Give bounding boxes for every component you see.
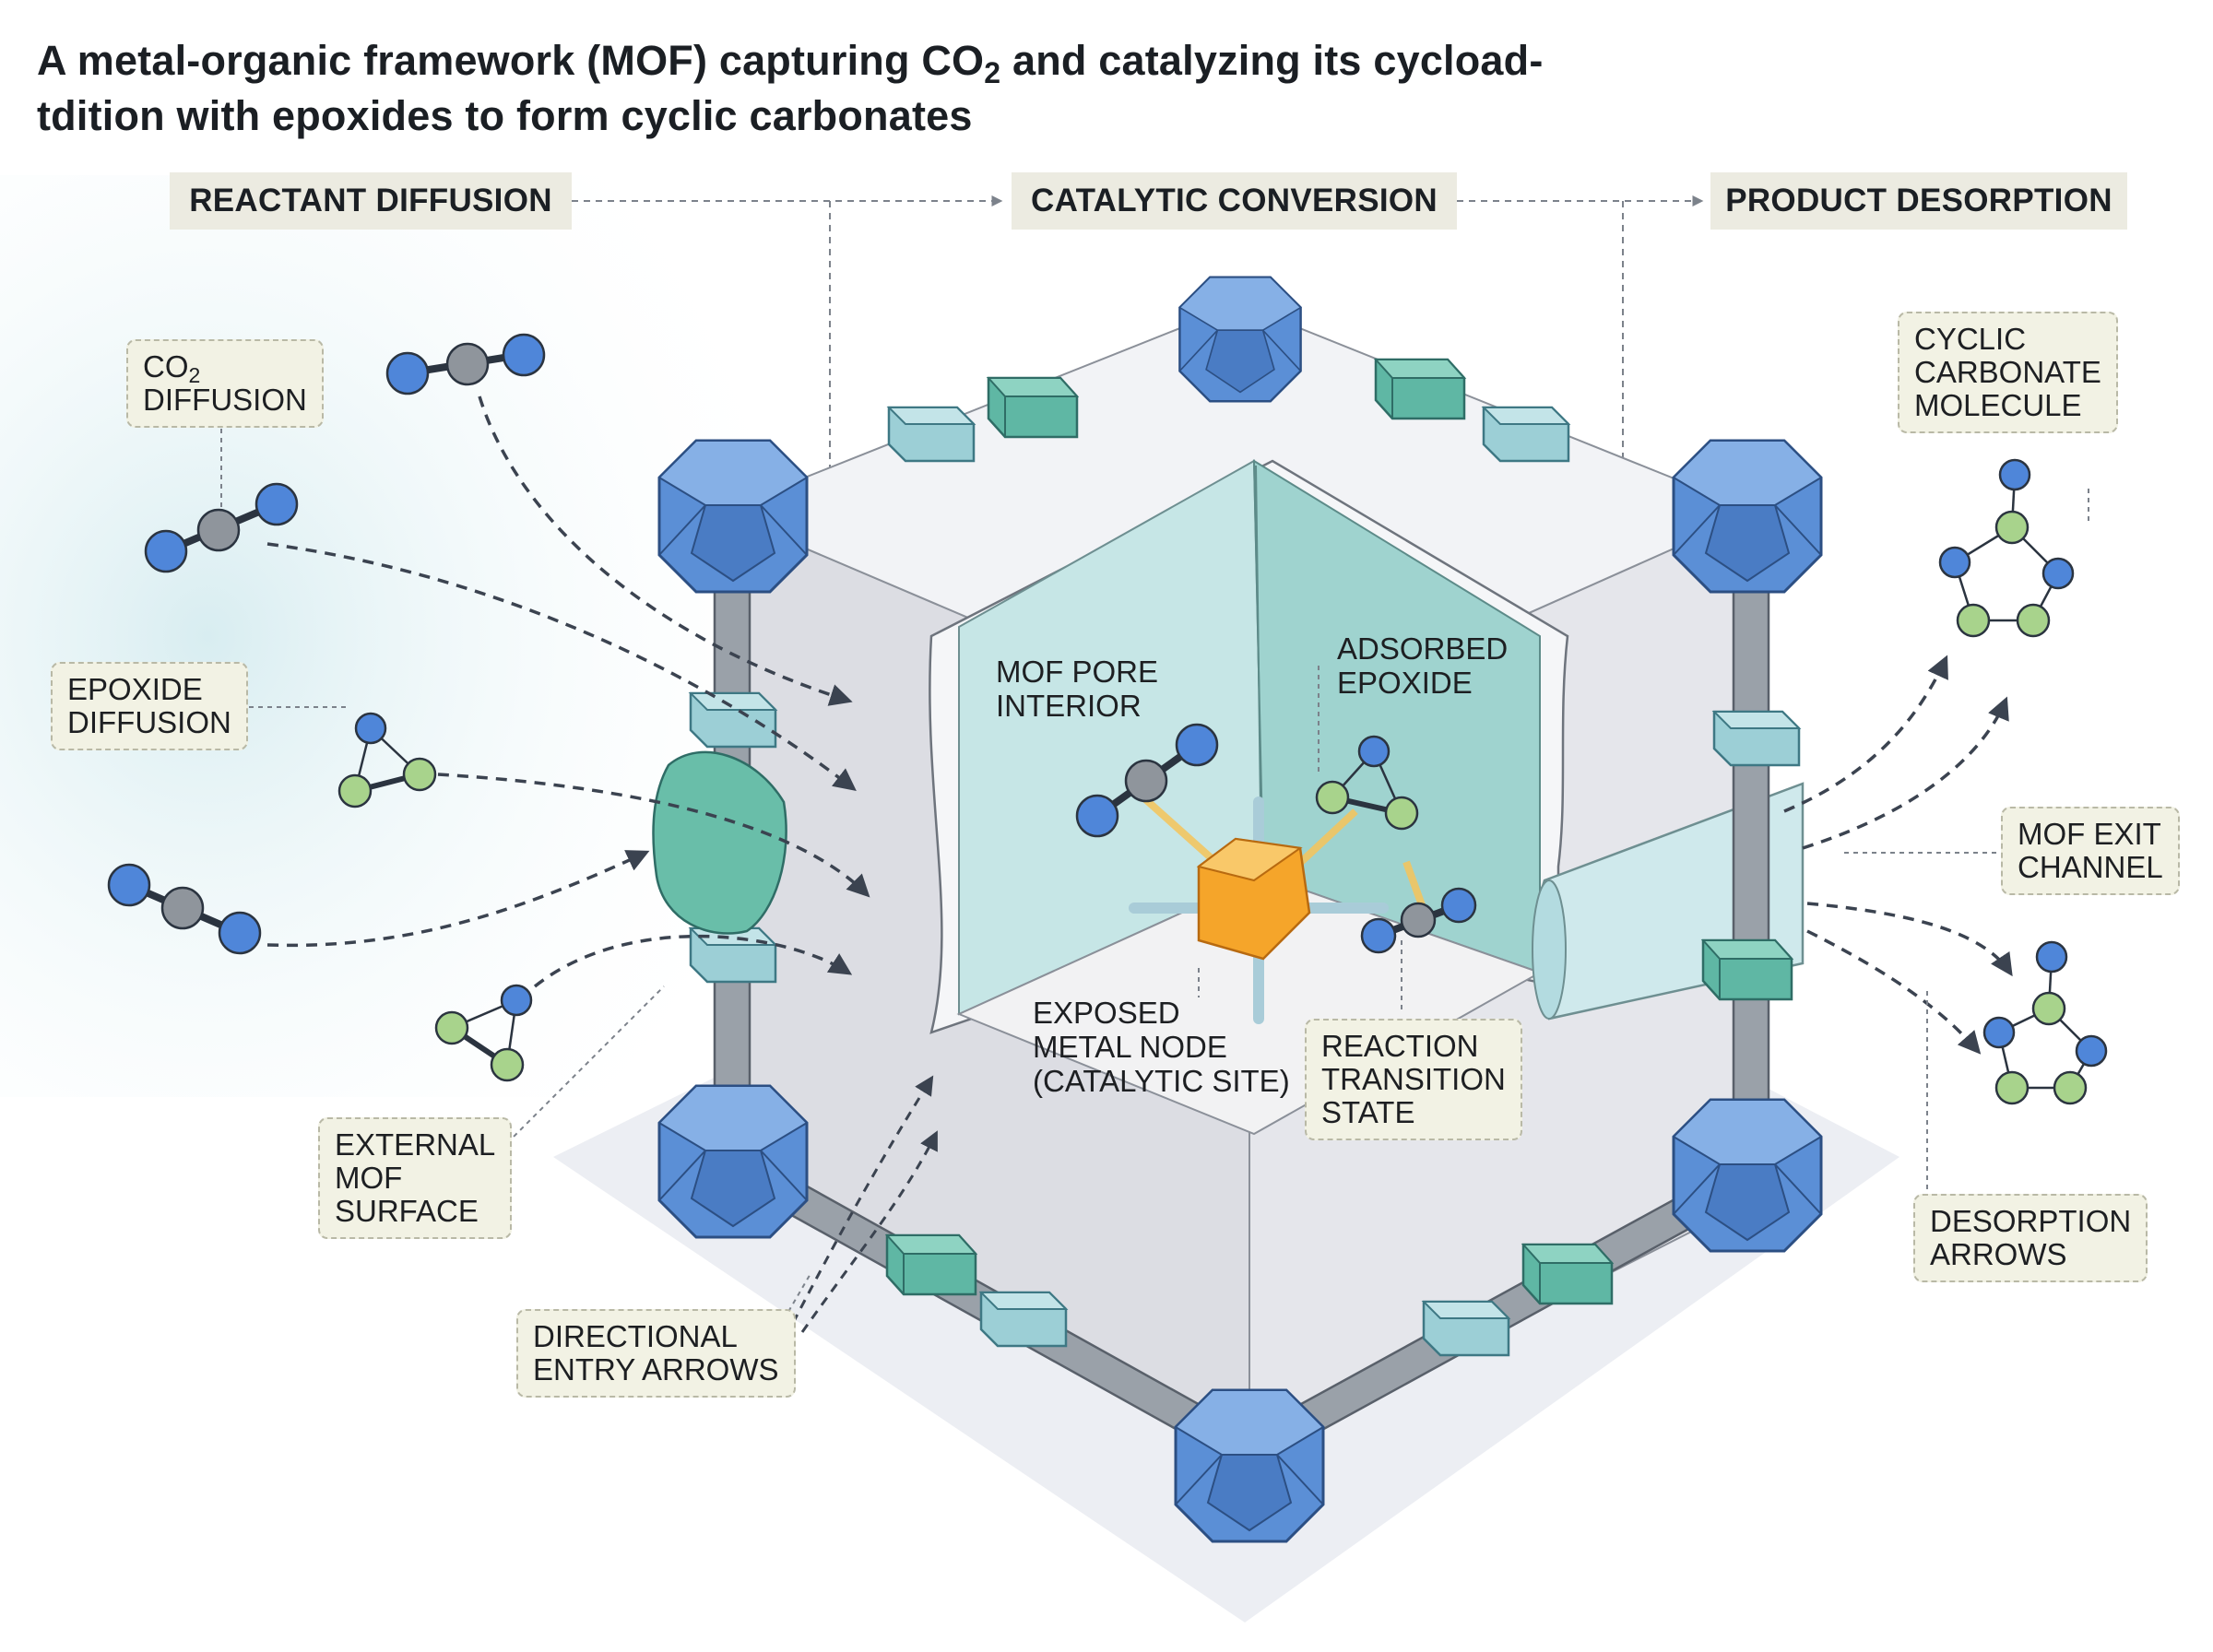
- label-epoxide-diffusion: EPOXIDE DIFFUSION: [51, 662, 248, 750]
- label-co2-diffusion-line1: CO2: [143, 349, 201, 387]
- molecules: [107, 333, 2108, 1105]
- title-part2: and catalyzing its cycload-: [1000, 37, 1544, 84]
- label-transition-state-line3: STATE: [1321, 1095, 1415, 1129]
- desorption-arrows: [1783, 655, 2013, 1055]
- label-epoxide-diffusion-line1: EPOXIDE: [67, 672, 203, 706]
- label-adsorbed-epoxide: ADSORBED EPOXIDE: [1337, 631, 1508, 700]
- external-surface-bulge: [652, 750, 787, 935]
- label-external-surface-line1: EXTERNAL: [335, 1127, 496, 1162]
- co2-molecule-1: [385, 333, 546, 395]
- title-line2: tdition with epoxides to form cyclic car…: [37, 92, 973, 139]
- label-entry-arrows: DIRECTIONAL ENTRY ARROWS: [516, 1309, 796, 1398]
- label-transition-state-line2: TRANSITION: [1321, 1062, 1506, 1096]
- label-cyclic-carbonate-line1: CYCLIC: [1914, 322, 2027, 356]
- cyclic-carbonate-1: [1938, 458, 2075, 638]
- stage-catalytic-conversion: CATALYTIC CONVERSION: [1012, 172, 1457, 230]
- pore-cutaway: [929, 459, 1569, 1136]
- figure-title: A metal-organic framework (MOF) capturin…: [37, 33, 1660, 144]
- label-co2-diffusion-line2: DIFFUSION: [143, 383, 307, 417]
- label-pore-interior: MOF PORE INTERIOR: [996, 655, 1158, 723]
- label-adsorbed-epoxide-line1: ADSORBED: [1337, 631, 1509, 666]
- stage-flow-arrows: [572, 195, 1704, 599]
- co2-molecule-2: [144, 482, 299, 573]
- label-transition-state: REACTION TRANSITION STATE: [1305, 1019, 1522, 1140]
- label-exit-channel-line2: CHANNEL: [2018, 850, 2163, 884]
- diffusion-arrows: [266, 395, 870, 988]
- label-cyclic-carbonate-line2: CARBONATE: [1914, 355, 2101, 389]
- adsorbed-epoxide: [1315, 735, 1419, 831]
- title-subscript: 2: [984, 56, 1001, 89]
- label-metal-node-line3: (CATALYTIC SITE): [1033, 1064, 1290, 1098]
- label-external-surface: EXTERNAL MOF SURFACE: [318, 1117, 513, 1239]
- directional-entry-arrows: [791, 1075, 938, 1333]
- label-pore-interior-line2: INTERIOR: [996, 689, 1142, 723]
- label-adsorbed-epoxide-line2: EPOXIDE: [1337, 666, 1473, 700]
- label-co2-diffusion: CO2 DIFFUSION: [126, 339, 324, 428]
- label-epoxide-diffusion-line2: DIFFUSION: [67, 705, 231, 739]
- label-metal-node-line2: METAL NODE: [1033, 1030, 1227, 1064]
- label-entry-arrows-line1: DIRECTIONAL: [533, 1319, 738, 1353]
- label-transition-state-line1: REACTION: [1321, 1029, 1479, 1063]
- stage-product-desorption: PRODUCT DESORPTION: [1710, 172, 2127, 230]
- label-cyclic-carbonate-line3: MOLECULE: [1914, 388, 2082, 422]
- label-desorption-arrows: DESORPTION ARROWS: [1913, 1194, 2148, 1282]
- label-external-surface-line2: MOF: [335, 1161, 403, 1195]
- label-desorption-arrows-line1: DESORPTION: [1930, 1204, 2132, 1238]
- label-exit-channel-line1: MOF EXIT: [2018, 817, 2161, 851]
- label-cyclic-carbonate: CYCLIC CARBONATE MOLECULE: [1898, 312, 2118, 433]
- adsorbed-co2: [1075, 723, 1219, 838]
- stage-reactant-diffusion: REACTANT DIFFUSION: [170, 172, 572, 230]
- catalytic-site: [1129, 795, 1428, 1024]
- label-pore-interior-line1: MOF PORE: [996, 655, 1159, 689]
- epoxide-molecule-2: [434, 984, 533, 1082]
- label-entry-arrows-line2: ENTRY ARROWS: [533, 1352, 779, 1386]
- cyclic-carbonate-2: [1982, 940, 2108, 1105]
- label-metal-node: EXPOSED METAL NODE (CATALYTIC SITE): [1033, 996, 1290, 1098]
- label-exit-channel: MOF EXIT CHANNEL: [2001, 807, 2180, 895]
- title-part1: A metal-organic framework (MOF) capturin…: [37, 37, 985, 84]
- co2-molecule-3: [107, 863, 262, 955]
- epoxide-molecule-1: [337, 712, 437, 808]
- label-external-surface-line3: SURFACE: [335, 1194, 479, 1228]
- transition-co2: [1360, 887, 1477, 954]
- label-desorption-arrows-line2: ARROWS: [1930, 1237, 2067, 1271]
- label-metal-node-line1: EXPOSED: [1033, 996, 1180, 1030]
